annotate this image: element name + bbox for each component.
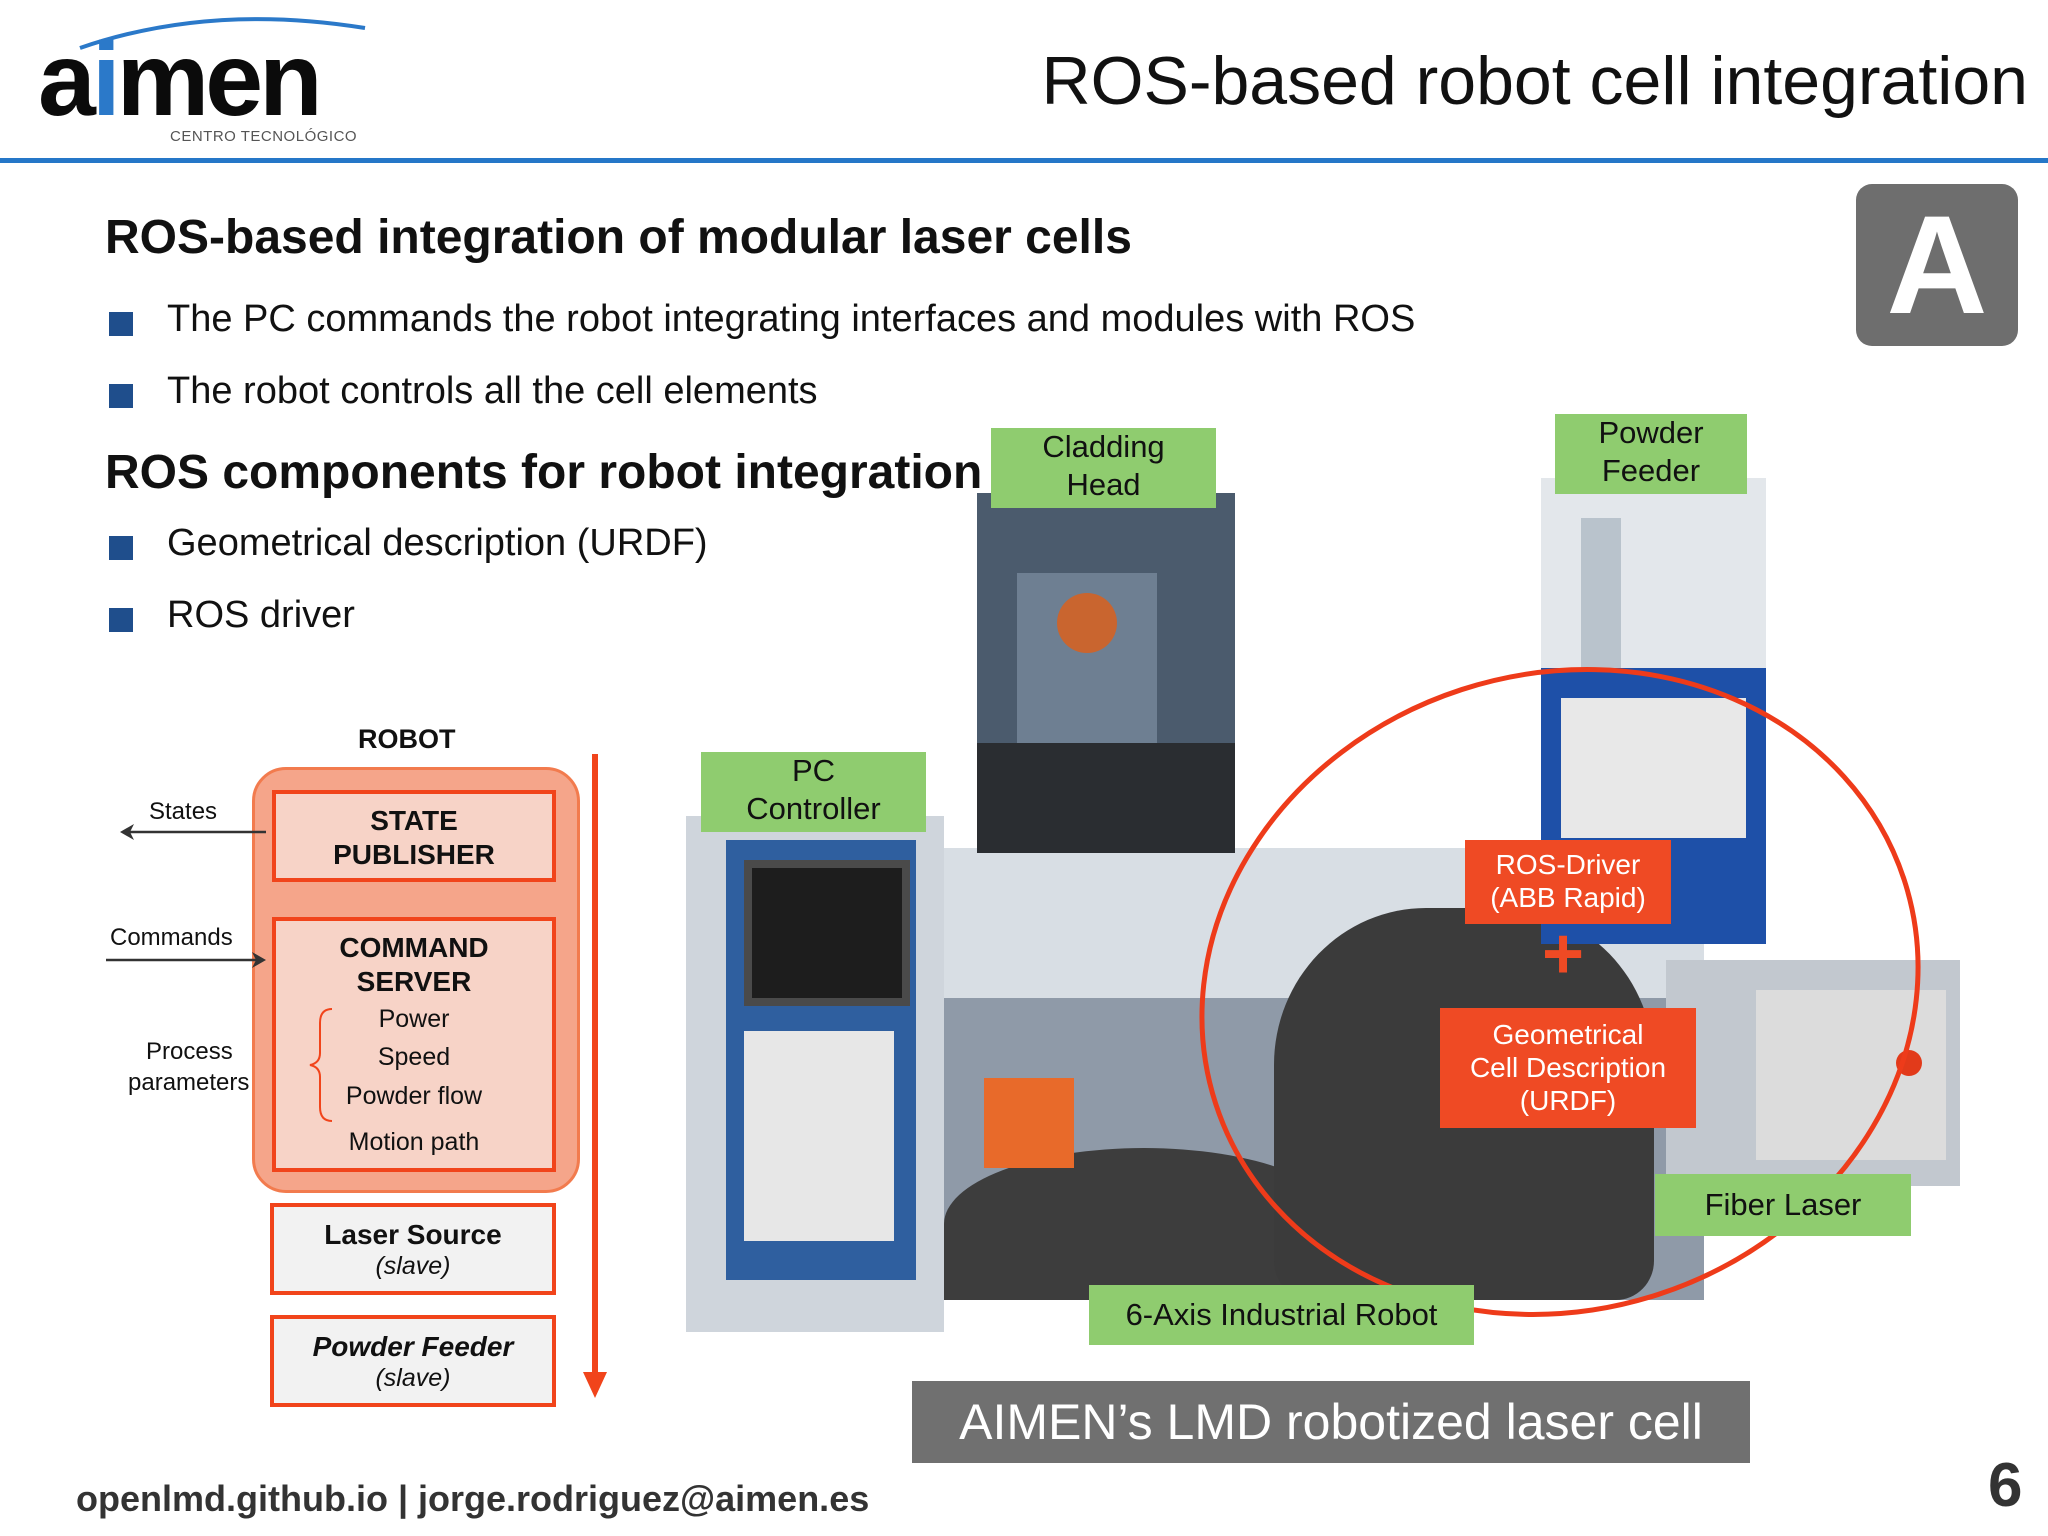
param-powder-flow: Powder flow <box>345 1082 483 1110</box>
section-badge: A <box>1856 184 2018 346</box>
plus-sign: + <box>1542 914 1585 994</box>
bullet-item: The PC commands the robot integrating in… <box>108 298 1416 340</box>
laser-source-sub: (slave) <box>375 1252 451 1280</box>
slide-title: ROS-based robot cell integration <box>1041 43 2028 119</box>
robot-label: ROBOT <box>358 724 456 754</box>
flow-arrow <box>583 754 607 1398</box>
commands-arrow <box>106 952 266 968</box>
logo-swoosh <box>79 17 366 50</box>
state-publisher-line2: PUBLISHER <box>333 839 495 870</box>
powder-feeder-box: Powder Feeder (slave) <box>270 1315 556 1407</box>
header-rule <box>0 158 2048 163</box>
state-publisher-line1: STATE <box>370 805 458 836</box>
aimen-logo: aimen <box>38 22 323 138</box>
process-label-line1: Process <box>146 1038 233 1065</box>
param-motion-path: Motion path <box>348 1128 480 1156</box>
industrial-robot-label: 6-Axis Industrial Robot <box>1089 1285 1474 1345</box>
param-speed: Speed <box>377 1043 451 1071</box>
states-label: States <box>149 798 218 825</box>
state-publisher-box: STATE PUBLISHER <box>272 790 556 882</box>
process-brace <box>309 1008 333 1122</box>
ros-driver-label: ROS-Driver(ABB Rapid) <box>1465 840 1671 924</box>
photo-caption: AIMEN’s LMD robotized laser cell <box>912 1381 1750 1463</box>
logo-subtitle: CENTRO TECNOLÓGICO <box>170 128 358 145</box>
page-number: 6 <box>1988 1451 2023 1520</box>
param-power: Power <box>378 1005 450 1033</box>
bullet-item: The robot controls all the cell elements <box>109 370 818 412</box>
cladding-head-photo <box>977 493 1235 853</box>
command-server-line2: SERVER <box>356 966 472 997</box>
powder-feeder-sub: (slave) <box>375 1364 451 1392</box>
bullet-item: ROS driver <box>109 594 355 636</box>
process-label-line2: parameters <box>128 1069 250 1096</box>
heading-components: ROS components for robot integration <box>105 446 983 499</box>
highlight-ellipse <box>1199 667 1921 1317</box>
powder-feeder-title: Powder Feeder <box>312 1331 514 1362</box>
command-server-line1: COMMAND <box>339 932 489 963</box>
fiber-laser-label: Fiber Laser <box>1655 1174 1911 1236</box>
bullet-item: Geometrical description (URDF) <box>109 522 708 564</box>
laser-source-box: Laser Source (slave) <box>270 1203 556 1295</box>
pc-controller-photo <box>686 816 944 1332</box>
states-arrow <box>120 824 266 840</box>
laser-source-title: Laser Source <box>324 1219 502 1250</box>
commands-label: Commands <box>110 924 233 951</box>
heading-integration: ROS-based integration of modular laser c… <box>105 211 1132 264</box>
footer-contact: openlmd.github.io | jorge.rodriguez@aime… <box>76 1478 870 1519</box>
